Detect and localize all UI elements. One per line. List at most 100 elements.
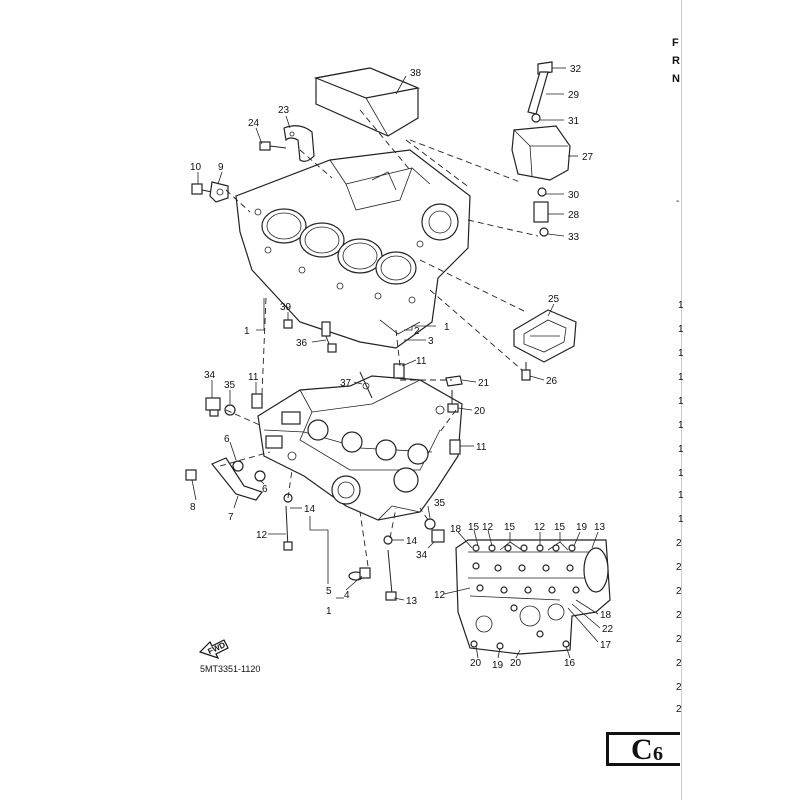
- callout-24: 24: [248, 118, 260, 129]
- header-letter: F: [672, 37, 679, 49]
- margin-fragment: 1: [678, 300, 684, 311]
- callout-7: 7: [228, 512, 234, 523]
- part-32-clip: [537, 61, 553, 75]
- part-36-sensor: [321, 321, 337, 353]
- leader-lines: [191, 67, 601, 659]
- callout-17: 17: [600, 640, 612, 651]
- part-26-bolt: [521, 362, 531, 381]
- callout-28: 28: [568, 210, 580, 221]
- callout-25: 25: [548, 294, 560, 305]
- part-4-plug: [359, 567, 371, 579]
- callout-11: 11: [248, 372, 259, 383]
- part-23-bracket: [283, 125, 315, 162]
- callout-12: 12: [482, 522, 494, 533]
- part-34-plug: [205, 397, 221, 417]
- part-24-bolt: [259, 141, 287, 151]
- margin-fragment: 2: [676, 586, 682, 597]
- part-7-pipe: [211, 457, 263, 501]
- callout-38: 38: [410, 68, 422, 79]
- part-14-washer: [383, 535, 393, 545]
- callout-2: 2: [414, 326, 420, 337]
- callout-12: 12: [434, 590, 446, 601]
- callout-35: 35: [224, 380, 236, 391]
- margin-fragment: 2: [676, 562, 682, 573]
- margin-fragment: 2: [676, 634, 682, 645]
- callout-3: 3: [428, 336, 434, 347]
- callout-11: 11: [476, 442, 487, 453]
- callout-8: 8: [190, 502, 196, 513]
- callout-labels: 38 23 24 10 9 32 29 31 27 30 28 33 25 26…: [190, 64, 614, 671]
- callout-29: 29: [568, 90, 580, 101]
- part-31-clip: [531, 113, 541, 123]
- callout-5: 5: [326, 586, 332, 597]
- part-30-clip: [537, 187, 547, 197]
- margin-fragment: 1: [678, 396, 684, 407]
- margin-fragment: 1: [678, 372, 684, 383]
- callout-1: 1: [326, 606, 332, 617]
- page-tab-letter: C: [631, 733, 653, 766]
- margin-fragment: 2: [676, 658, 682, 669]
- margin-fragment: 2: [676, 538, 682, 549]
- callout-34: 34: [416, 550, 428, 561]
- callout-30: 30: [568, 190, 580, 201]
- callout-13: 13: [594, 522, 606, 533]
- part-13-bolt: [385, 549, 397, 601]
- part-37-stud: [359, 371, 373, 399]
- part-8-bolt: [185, 469, 197, 481]
- margin-fragment: 1: [678, 324, 684, 335]
- callout-10: 10: [190, 162, 202, 173]
- page-tab-number: 6: [653, 743, 663, 765]
- callout-16: 16: [564, 658, 576, 669]
- part-9-plate: [209, 181, 229, 203]
- callout-19: 19: [492, 660, 504, 671]
- lower-crankcase: [257, 375, 463, 521]
- part-6-oring: [232, 460, 244, 472]
- callout-1: 1: [244, 326, 250, 337]
- margin-fragment: 2: [676, 610, 682, 621]
- callout-20: 20: [474, 406, 486, 417]
- callout-33: 33: [568, 232, 580, 243]
- callout-22: 22: [602, 624, 614, 635]
- part-35-washer: [424, 518, 436, 530]
- part-27-breather-cover: [511, 125, 571, 181]
- callout-23: 23: [278, 105, 290, 116]
- callout-21: 21: [478, 378, 490, 389]
- margin-fragment: 2: [676, 682, 682, 693]
- header-letter: N: [672, 73, 680, 85]
- margin-fragment: 1: [678, 468, 684, 479]
- inset-assembled-crankcase: [455, 539, 611, 655]
- part-11-dowel: [393, 363, 405, 379]
- callout-13: 13: [406, 596, 418, 607]
- callout-1: 1: [444, 322, 450, 333]
- callout-26: 26: [546, 376, 558, 387]
- callout-11: 11: [416, 356, 427, 367]
- margin-fragment: 1: [678, 514, 684, 525]
- part-12-bolt: [283, 493, 293, 551]
- callout-18: 18: [600, 610, 612, 621]
- part-25-plate: [513, 309, 577, 363]
- part-21-clamp: [445, 375, 463, 387]
- callout-14: 14: [304, 504, 316, 515]
- part-34-plug: [431, 529, 445, 543]
- part-35-washer: [224, 404, 236, 416]
- margin-fragment: 1: [678, 348, 684, 359]
- margin-fragment: 1: [678, 490, 684, 501]
- upper-crankcase: [235, 149, 471, 349]
- callout-36: 36: [296, 338, 308, 349]
- part-11-dowel: [251, 393, 263, 409]
- fwd-arrow-icon: FWD: [198, 639, 229, 660]
- callout-18: 18: [450, 524, 462, 535]
- margin-fragment: -: [676, 196, 679, 207]
- right-margin-fragments: - 1 1 1 1 1 1 1 1 1 1 2 2 2 2 2 2 2 2: [676, 196, 684, 715]
- figure-code: 5MT3351-1120: [200, 664, 261, 674]
- callout-15: 15: [468, 522, 480, 533]
- callout-19: 19: [576, 522, 588, 533]
- callout-4: 4: [344, 590, 350, 601]
- part-38-cover: [313, 67, 421, 137]
- callout-12: 12: [534, 522, 546, 533]
- callout-34: 34: [204, 370, 216, 381]
- column-divider: [681, 0, 682, 800]
- part-10-bolt: [191, 183, 213, 195]
- callout-12: 12: [256, 530, 268, 541]
